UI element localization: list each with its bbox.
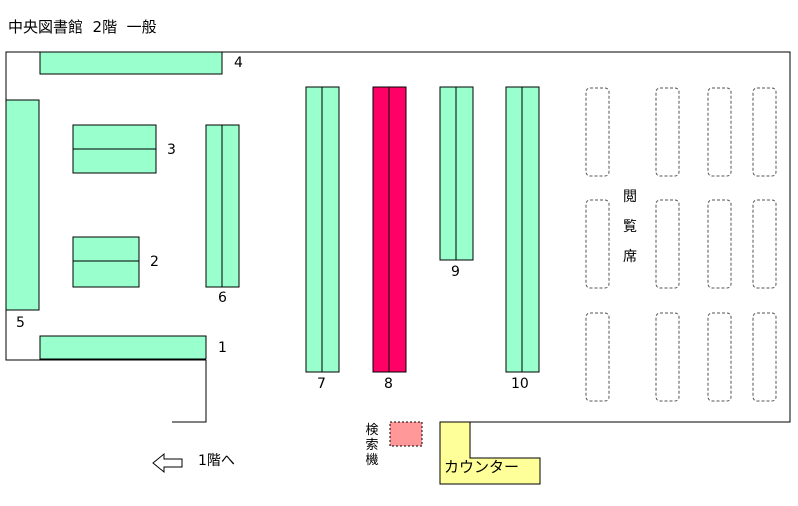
reading-seat [655,312,680,402]
shelf-10[interactable] [505,86,540,373]
shelf-3[interactable] [72,124,157,174]
service-counter[interactable] [439,421,541,485]
shelf-label-10: 10 [511,376,529,392]
reading-seat [707,199,732,289]
shelf-label-8: 8 [384,376,393,392]
reading-seat [752,312,777,402]
counter-label: カウンター [444,458,520,476]
shelf-2[interactable] [72,236,140,288]
shelf-label-2: 2 [150,254,159,270]
shelf-1[interactable] [39,335,207,360]
shelf-label-6: 6 [218,290,227,306]
shelf-label-4: 4 [234,55,243,71]
shelf-7[interactable] [305,86,340,373]
reading-seat [707,87,732,177]
reading-seat [655,87,680,177]
stairs-label[interactable]: 1階へ [198,453,235,469]
shelf-label-5: 5 [16,315,25,331]
shelf-9[interactable] [439,86,474,261]
shelf-8[interactable] [372,86,407,373]
wall-lower-left [172,360,207,423]
reading-seat [707,312,732,402]
reading-seat [752,199,777,289]
shelf-6[interactable] [205,124,240,288]
reading-seat [585,87,610,177]
page-title: 中央図書館 2階 一般 [8,18,157,36]
shelf-label-9: 9 [451,264,460,280]
shelf-label-3: 3 [167,142,176,158]
shelf-4[interactable] [39,51,223,75]
reading-seat [585,199,610,289]
reading-seat [585,312,610,402]
shelf-5[interactable] [5,99,40,311]
reading-seats [585,87,777,402]
reading-seat [752,87,777,177]
shelves [5,51,540,373]
search-terminal-label: 検 索 機 [365,423,379,468]
search-terminal[interactable] [389,421,423,447]
shelf-label-7: 7 [317,376,326,392]
reading-seat [655,199,680,289]
reading-area-label: 閲 覧 席 [623,189,637,265]
shelf-label-1: 1 [218,340,227,356]
left-arrow-icon[interactable] [152,452,184,474]
